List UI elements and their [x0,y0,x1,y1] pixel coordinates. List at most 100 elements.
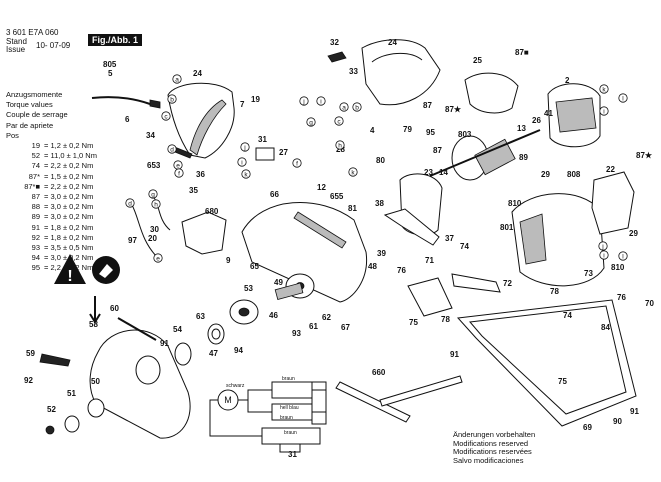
part-number-label: 58 [89,320,98,329]
wire-label-schwarz: schwarz [226,383,245,389]
note-line: Salvo modificaciones [453,455,524,465]
part-number-label: 46 [269,311,278,320]
part-number-label: 26 [532,116,541,125]
connection-letter: i [241,159,242,166]
lower-blade-guard [89,329,191,439]
connection-circle-icon [618,251,628,261]
torque-row: 93= 3,5 ± 0,5 Nm [6,243,97,253]
torque-position: 95 [31,263,40,273]
part-number-label: 24 [193,69,202,78]
part-number-label: 91 [630,407,639,416]
dust-adapter [181,211,227,255]
part-number-label: 87★ [445,105,462,114]
connection-circle-icon [618,93,628,103]
torque-value: = 1,5 ± 0,2 Nm [44,171,94,181]
screw-52 [45,425,55,435]
part-number-label: 803 [458,130,472,139]
cover-clip [327,51,347,63]
connection-circle-icon [599,106,609,116]
part-number-label: 74 [460,242,469,251]
svg-text:!: ! [67,268,72,285]
part-number-label: 84 [601,323,610,332]
rip-fence [335,381,411,423]
connection-letter: g [151,191,155,198]
part-number-label: 41 [544,109,553,118]
connection-circle-icon [172,74,182,84]
connection-marker: i [316,96,326,106]
part-number-label: 73 [584,269,593,278]
connection-marker: i [237,157,247,167]
part-number-label: 94 [234,346,243,355]
part-number-label: 54 [173,325,182,334]
part-number-label: 79 [403,125,412,134]
connection-letter: h [338,142,342,149]
torque-row: 19= 1,2 ± 0,2 Nm [6,141,97,151]
tilt-bracket [451,273,501,293]
ring-54 [174,342,192,366]
part-number-label: 27 [279,148,288,157]
motor-symbol-label: M [224,395,232,405]
part-number-label: 2 [565,76,570,85]
connection-circle-icon [348,167,358,177]
torque-position: 92 [31,232,40,242]
part-number-label: 78 [441,315,450,324]
connection-letter: i [320,98,321,105]
part-number-label: 810 [611,263,625,272]
part-number-label: 50 [91,377,100,386]
connection-letter: b [355,104,359,111]
torque-heading: Anzugsmomente Torque values Couple de se… [6,90,97,141]
issue-date: 10- 07-09 [36,41,71,50]
torque-position: 19 [31,141,40,151]
wire-label-braun: braun [282,376,295,382]
part-number-label: 24 [388,38,397,47]
connection-circle-icon [237,157,247,167]
armature-rotor [429,129,541,181]
torque-position: 52 [31,151,40,161]
connection-marker: l [618,251,628,261]
part-number-label: 23 [424,168,433,177]
torque-value: = 1,8 ± 0,2 Nm [44,232,94,242]
part-number-label: 5 [108,69,113,78]
connection-letter: i [603,108,604,115]
part-number-label: 32 [330,38,339,47]
torque-position: 74 [31,161,40,171]
base-plate [456,299,637,427]
part-number-label: 805 [103,60,117,69]
connection-letter: a [342,104,346,111]
part-number-label: 34 [146,131,155,140]
connection-letter: i [603,252,604,259]
torque-position: 91 [31,222,40,232]
connection-marker: c [161,111,171,121]
motor-housing-inner [371,53,423,63]
connection-circle-icon [599,250,609,260]
connection-circle-icon [334,116,344,126]
part-number-label: 60 [110,304,119,313]
part-number-label: 7 [240,100,245,109]
issue-label: Issue [6,45,26,54]
part-number-label: 75 [409,318,418,327]
part-number-label: 76 [397,266,406,275]
part-number-label: 38 [375,199,384,208]
torque-value: = 11,0 ± 1,0 Nm [44,151,97,161]
rod-60 [117,317,157,341]
torque-row: 87* = 1,5 ± 0,2 Nm [6,172,97,182]
part-number-label: 12 [317,183,326,192]
connection-circle-icon [151,199,161,209]
modification-notes: Änderungen vorbehalten Modifications res… [453,430,535,465]
rip-fence-bar [379,375,463,407]
torque-value: = 3,0 ± 0,2 Nm [44,202,94,212]
doc-number: 3 601 E7A 060 [6,28,59,37]
part-number-label: 76 [617,293,626,302]
wiring-lines [209,389,326,453]
part-number-label: 78 [550,287,559,296]
torque-position: 87* [28,171,40,181]
connection-letter: g [309,119,313,126]
part-number-label: 808 [567,170,581,179]
connection-letter: f [178,170,180,177]
guard-label [293,211,347,249]
connection-marker: i [599,106,609,116]
connection-marker: f [292,158,302,168]
torque-row: 87*■= 2,2 ± 0,2 Nm [6,182,97,192]
